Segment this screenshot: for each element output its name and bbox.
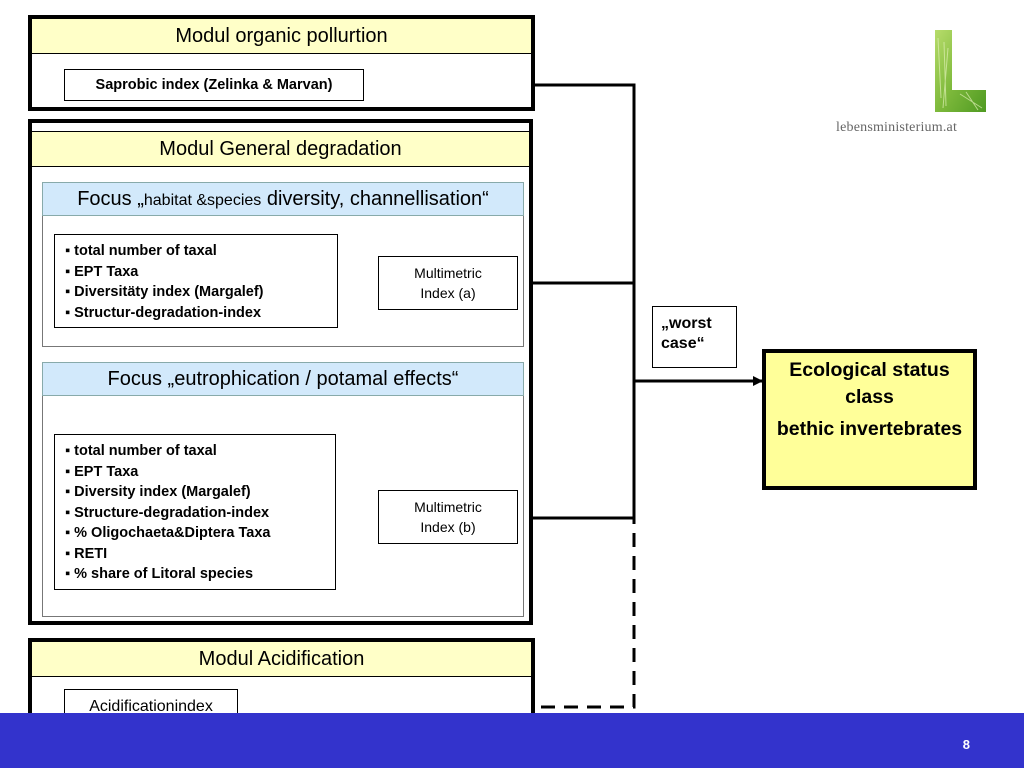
list-item: total number of taxal	[65, 441, 327, 462]
list-item: Structure-degradation-index	[65, 503, 327, 524]
index-b-line1: Multimetric	[414, 499, 482, 515]
list-item: RETI	[65, 544, 327, 565]
list-item: % share of Litoral species	[65, 564, 327, 585]
page-number: 8	[962, 737, 970, 752]
focus-a-metrics-list: total number of taxal EPT Taxa Diversitä…	[54, 234, 338, 328]
list-item: EPT Taxa	[65, 262, 329, 283]
worst-case-line2: case“	[661, 335, 705, 352]
focus-b-title: Focus „eutrophication / potamal effects“	[42, 362, 524, 396]
multimetric-index-b: Multimetric Index (b)	[378, 490, 518, 544]
multimetric-index-a: Multimetric Index (a)	[378, 256, 518, 310]
status-title: Ecological status class	[789, 359, 950, 408]
list-item: EPT Taxa	[65, 462, 327, 483]
status-subtitle: bethic invertebrates	[776, 418, 963, 440]
acidification-dashed-connector	[242, 518, 636, 709]
module-general-title: Modul General degradation	[32, 131, 529, 167]
lebensministerium-logo-icon	[935, 30, 986, 112]
list-item: total number of taxal	[65, 241, 329, 262]
saprobic-index-box: Saprobic index (Zelinka & Marvan)	[64, 69, 364, 101]
index-a-line2: Index (a)	[420, 285, 476, 301]
footer-bar	[0, 713, 1024, 768]
list-item: % Oligochaeta&Diptera Taxa	[65, 523, 327, 544]
list-item: Structur-degradation-index	[65, 303, 329, 324]
worst-case-label: „worst case“	[652, 306, 737, 368]
focus-a-prefix: Focus „	[77, 188, 144, 210]
list-item: Diversitäty index (Margalef)	[65, 282, 329, 303]
index-b-connector	[517, 381, 636, 520]
ecological-status-box: Ecological status class bethic invertebr…	[762, 349, 977, 490]
focus-a-suffix: diversity, channellisation“	[261, 188, 489, 210]
module-acidification-title: Modul Acidification	[32, 642, 531, 677]
module-organic-title: Modul organic pollurtion	[32, 19, 531, 54]
index-b-line2: Index (b)	[420, 519, 476, 535]
focus-b-metrics-list: total number of taxal EPT Taxa Diversity…	[54, 434, 336, 590]
worst-case-line1: „worst	[661, 315, 712, 332]
logo-text: lebensministerium.at	[836, 120, 958, 135]
focus-a-title: Focus „habitat &species diversity, chann…	[42, 182, 524, 216]
focus-a-small: habitat &species	[143, 192, 262, 209]
index-a-line1: Multimetric	[414, 265, 482, 281]
list-item: Diversity index (Margalef)	[65, 482, 327, 503]
